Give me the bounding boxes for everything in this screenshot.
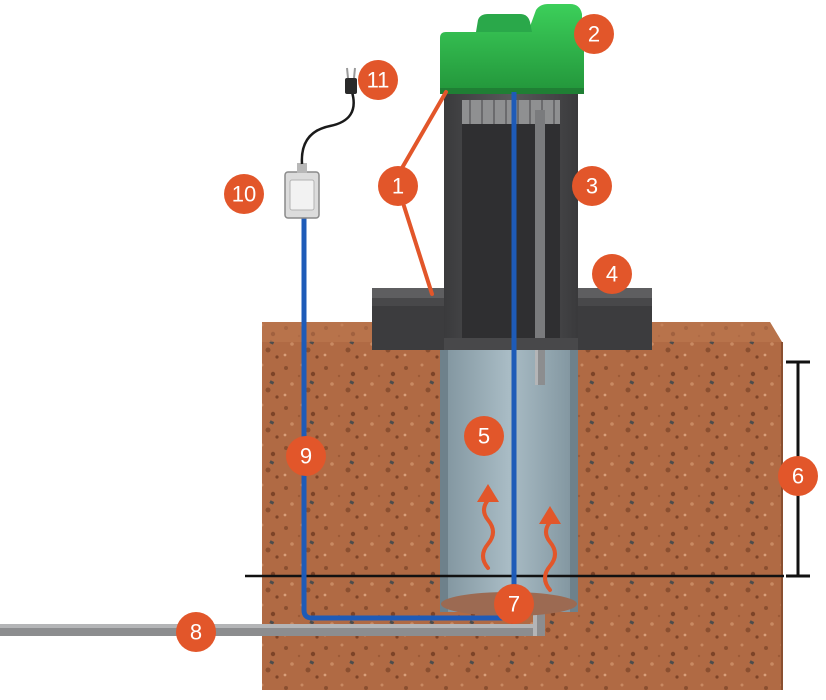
callout-label-6: 6 xyxy=(792,464,804,489)
callout-badge-2: 2 xyxy=(574,14,614,54)
callout-label-3: 3 xyxy=(586,174,598,199)
thermostat-box xyxy=(284,163,320,219)
shaft-well xyxy=(440,336,578,616)
callout-badge-4: 4 xyxy=(592,254,632,294)
callout-badge-7: 7 xyxy=(494,584,534,624)
callout-1-leaders xyxy=(400,90,448,296)
callout-badge-3: 3 xyxy=(572,166,612,206)
heat-arrows xyxy=(481,498,557,592)
callout-label-10: 10 xyxy=(232,182,256,207)
green-lid xyxy=(440,4,584,94)
callout-badge-6: 6 xyxy=(778,456,818,496)
callout-badge-10: 10 xyxy=(224,174,264,214)
callout-label-5: 5 xyxy=(478,424,490,449)
callout-badge-8: 8 xyxy=(176,612,216,652)
callout-label-8: 8 xyxy=(190,620,202,645)
callout-label-9: 9 xyxy=(300,444,312,469)
power-plug xyxy=(300,67,357,165)
callout-label-7: 7 xyxy=(508,592,520,617)
casing-pipe xyxy=(444,92,578,338)
callout-label-4: 4 xyxy=(606,262,618,287)
callout-badge-5: 5 xyxy=(464,416,504,456)
callout-badge-11: 11 xyxy=(358,60,398,100)
heat-arrow-head-right xyxy=(539,506,561,524)
callout-label-1: 1 xyxy=(392,174,404,199)
callout-badge-1: 1 xyxy=(378,166,418,206)
callout-label-2: 2 xyxy=(588,22,600,47)
heat-arrow-head-left xyxy=(477,484,499,502)
callout-badge-9: 9 xyxy=(286,436,326,476)
callout-label-11: 11 xyxy=(367,68,390,93)
